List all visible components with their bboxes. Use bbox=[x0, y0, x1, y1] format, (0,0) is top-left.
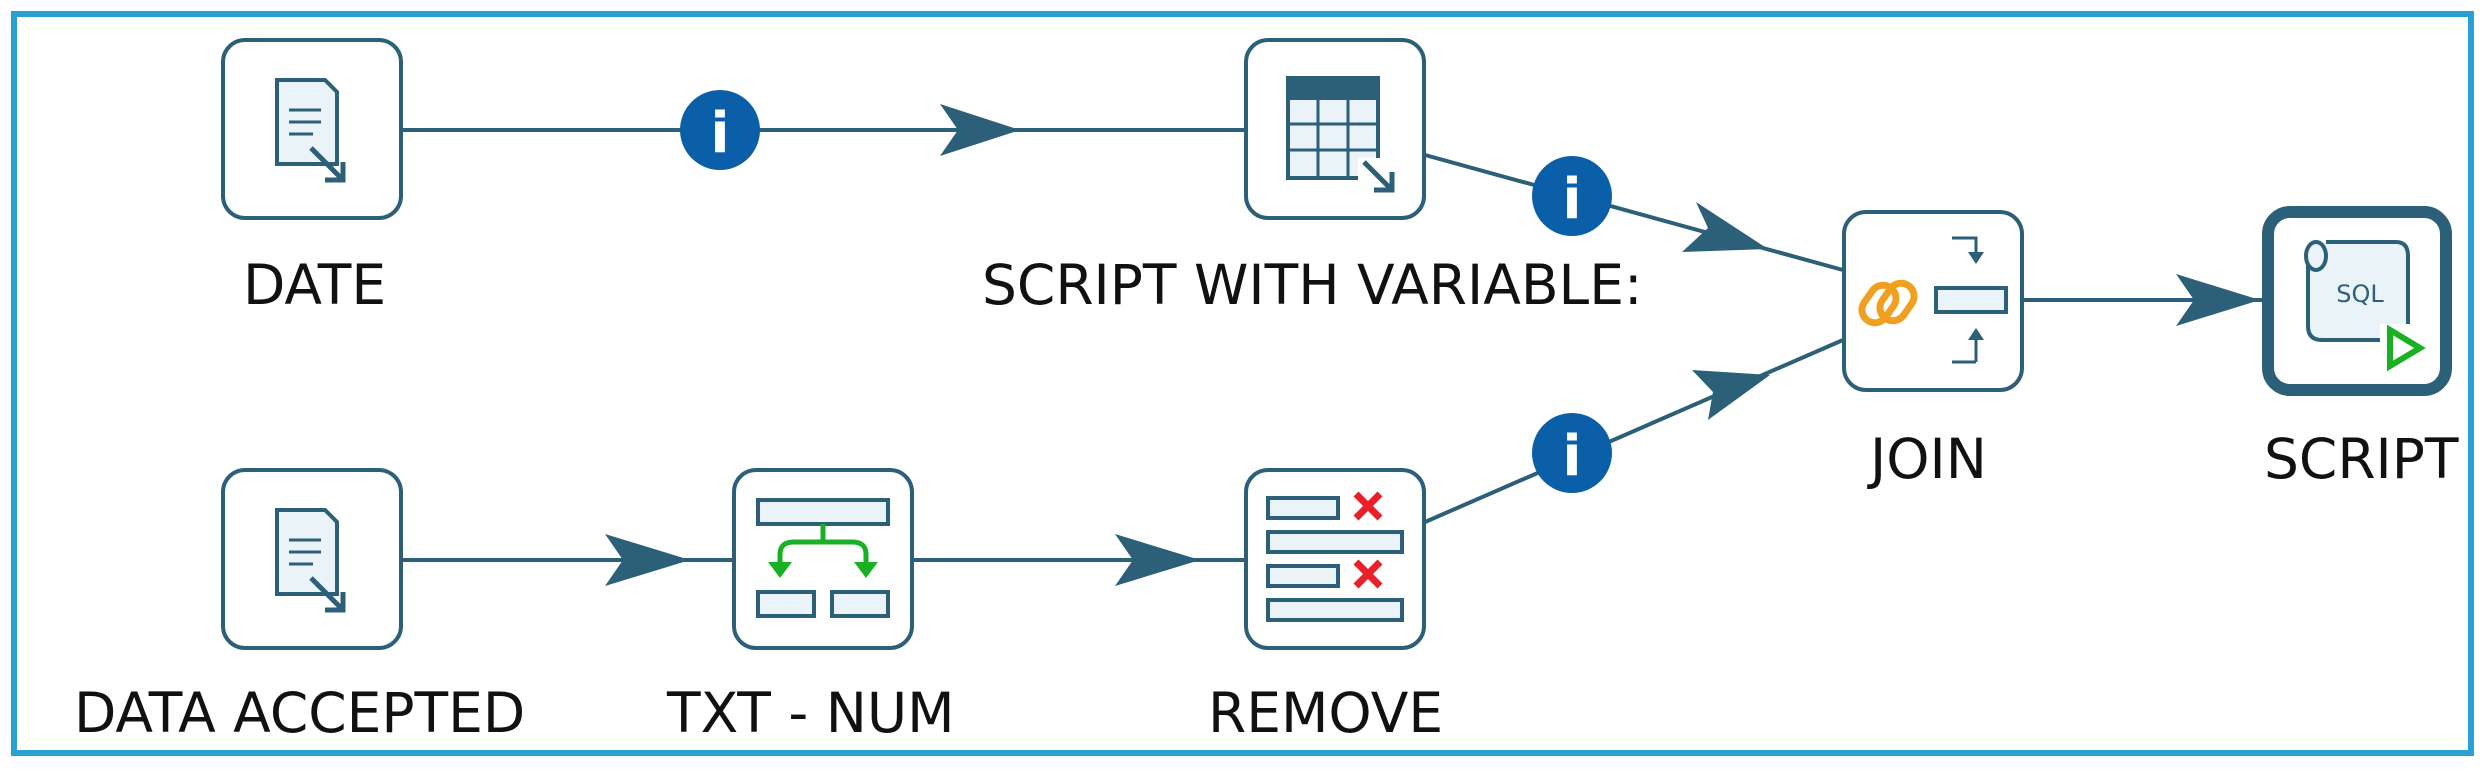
node-remove[interactable] bbox=[1244, 468, 1426, 650]
connector-data-accepted-to-txt-num[interactable] bbox=[403, 534, 733, 586]
sql-script-icon: SQL bbox=[2304, 240, 2426, 372]
text-file-input-icon bbox=[277, 510, 343, 610]
node-txt-num[interactable] bbox=[732, 468, 914, 650]
node-label-join: JOIN bbox=[1870, 427, 1987, 491]
svg-text:SQL: SQL bbox=[2336, 280, 2384, 308]
node-label-date: DATE bbox=[243, 253, 387, 317]
connector-remove-to-join[interactable] bbox=[1424, 338, 1844, 524]
connector-script-to-join[interactable] bbox=[1424, 153, 1844, 272]
node-join[interactable] bbox=[1842, 210, 2024, 392]
text-file-input-icon bbox=[277, 80, 343, 180]
svg-text:i: i bbox=[1562, 167, 1581, 232]
svg-text:i: i bbox=[710, 101, 729, 166]
info-badge-icon[interactable]: i bbox=[680, 90, 760, 170]
node-script[interactable]: SQL bbox=[2262, 206, 2452, 396]
node-label-remove: REMOVE bbox=[1208, 681, 1444, 745]
diagram-frame bbox=[11, 11, 2474, 756]
split-field-icon bbox=[756, 498, 890, 618]
remove-fields-icon bbox=[1266, 491, 1404, 622]
node-data-accepted[interactable] bbox=[221, 468, 403, 650]
node-label-script: SCRIPT bbox=[2264, 427, 2459, 491]
node-label-data-accepted: DATA ACCEPTED bbox=[74, 681, 526, 745]
node-date[interactable] bbox=[221, 38, 403, 220]
connector-txt-num-to-remove[interactable] bbox=[913, 534, 1245, 586]
connector-date-to-script[interactable] bbox=[403, 104, 1245, 156]
info-badge-icon[interactable]: i bbox=[1532, 156, 1612, 236]
join-rows-icon bbox=[1858, 236, 2008, 364]
connector-join-to-script[interactable] bbox=[2023, 274, 2266, 326]
node-label-script-with-variables: SCRIPT WITH VARIABLE: bbox=[982, 258, 1643, 313]
node-label-txt-num: TXT - NUM bbox=[667, 681, 955, 745]
table-input-icon bbox=[1286, 76, 1395, 193]
node-script-with-variables[interactable] bbox=[1244, 38, 1426, 220]
svg-text:i: i bbox=[1562, 424, 1581, 489]
info-badge-icon[interactable]: i bbox=[1532, 413, 1612, 493]
